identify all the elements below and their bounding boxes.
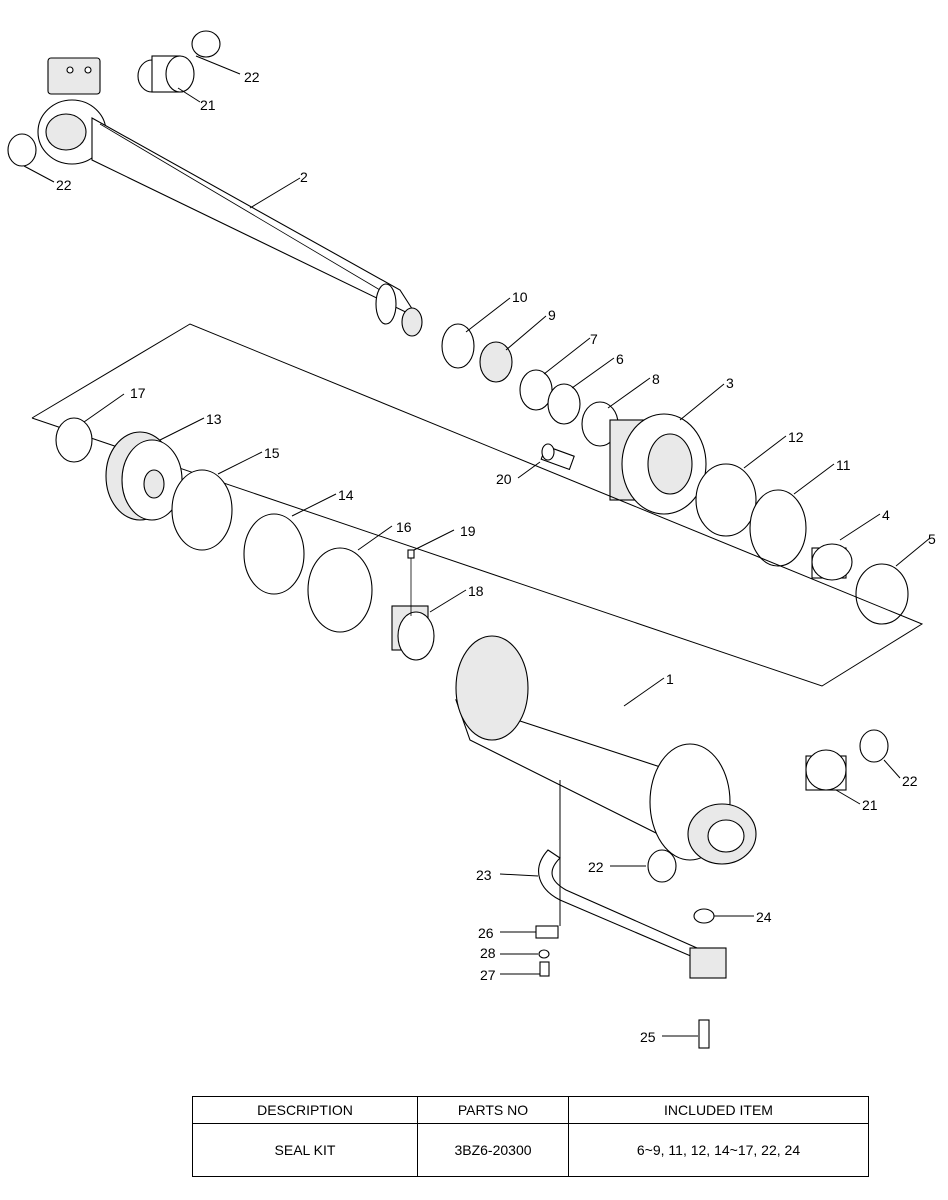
set-screw-19 [407, 549, 415, 616]
ring-5 [855, 563, 909, 625]
callout-7: 7 [590, 331, 598, 347]
callout-13: 13 [206, 411, 222, 427]
callout-14: 14 [338, 487, 354, 503]
callout-15: 15 [264, 445, 280, 461]
callout-5: 5 [928, 531, 936, 547]
callout-22-top: 22 [244, 69, 260, 85]
o-ring-11 [749, 489, 807, 567]
callout-11: 11 [836, 457, 851, 473]
callout-26: 26 [478, 925, 494, 941]
callout-17: 17 [130, 385, 146, 401]
callout-19: 19 [460, 523, 476, 539]
cell-included-item: 6~9, 11, 12, 14~17, 22, 24 [568, 1123, 869, 1177]
exploded-parts-diagram: 22 21 22 2 10 9 7 6 8 3 12 11 4 5 17 13 … [7, 30, 936, 1049]
clamp-26 [535, 925, 559, 939]
bushing-21-lower [805, 749, 847, 791]
bolt-20 [540, 443, 575, 471]
callout-28: 28 [480, 945, 496, 961]
piston-13 [105, 431, 183, 521]
callout-23: 23 [476, 867, 492, 883]
seal-ring-7 [519, 369, 553, 411]
cell-parts-no: 3BZ6-20300 [417, 1123, 569, 1177]
seal-ring-22-lower [647, 849, 677, 883]
callout-22-lower: 22 [588, 859, 604, 875]
callout-25: 25 [640, 1029, 656, 1045]
callout-4: 4 [882, 507, 890, 523]
callout-8: 8 [652, 371, 660, 387]
callout-16: 16 [396, 519, 412, 535]
callout-2: 2 [300, 169, 308, 185]
bushing-21-upper [137, 55, 195, 93]
callout-1: 1 [666, 671, 674, 687]
seal-ring-9 [479, 341, 513, 383]
callout-6: 6 [616, 351, 624, 367]
cell-description: SEAL KIT [192, 1123, 418, 1177]
bolt-27 [539, 961, 550, 977]
pipe-23 [538, 849, 727, 979]
header-included-item: INCLUDED ITEM [568, 1096, 869, 1124]
seal-ring-22-right [859, 729, 889, 763]
table-header-row: DESCRIPTION PARTS NO INCLUDED ITEM [192, 1096, 869, 1124]
callout-12: 12 [788, 429, 804, 445]
header-parts-no: PARTS NO [417, 1096, 569, 1124]
seal-15 [171, 469, 233, 551]
seal-ring-22-left [7, 133, 37, 167]
callout-3: 3 [726, 375, 734, 391]
callout-24: 24 [756, 909, 772, 925]
o-ring-12 [695, 463, 757, 537]
seal-ring-22-top [191, 30, 221, 58]
ring-16 [307, 547, 373, 633]
callout-9: 9 [548, 307, 556, 323]
header-description: DESCRIPTION [192, 1096, 418, 1124]
seal-ring-10 [441, 323, 475, 369]
nut-18 [391, 605, 435, 661]
callout-21-lower: 21 [862, 797, 878, 813]
callout-21-top: 21 [200, 97, 216, 113]
rod-cover-part-3 [609, 413, 707, 515]
ring-14 [243, 513, 305, 595]
cylinder-tube-part-1 [455, 635, 757, 865]
callout-22-right: 22 [902, 773, 918, 789]
callout-10: 10 [512, 289, 528, 305]
callout-18: 18 [468, 583, 484, 599]
subassembly-outline [31, 323, 924, 687]
bolt-25 [698, 1019, 710, 1049]
table-row: SEAL KIT 3BZ6-20300 6~9, 11, 12, 14~17, … [192, 1123, 869, 1177]
washer-24 [693, 908, 715, 924]
washer-28 [538, 949, 550, 959]
ring-17 [55, 417, 93, 463]
callout-22-left: 22 [56, 177, 72, 193]
leader-lines [23, 55, 931, 1037]
seal-ring-6 [547, 383, 581, 425]
bushing-4 [811, 543, 853, 581]
callout-labels: 22 21 22 2 10 9 7 6 8 3 12 11 4 5 17 13 … [56, 69, 936, 1045]
callout-20: 20 [496, 471, 512, 487]
piston-rod-part-2 [37, 57, 423, 337]
callout-27: 27 [480, 967, 496, 983]
parts-table: DESCRIPTION PARTS NO INCLUDED ITEM SEAL … [192, 1096, 869, 1177]
